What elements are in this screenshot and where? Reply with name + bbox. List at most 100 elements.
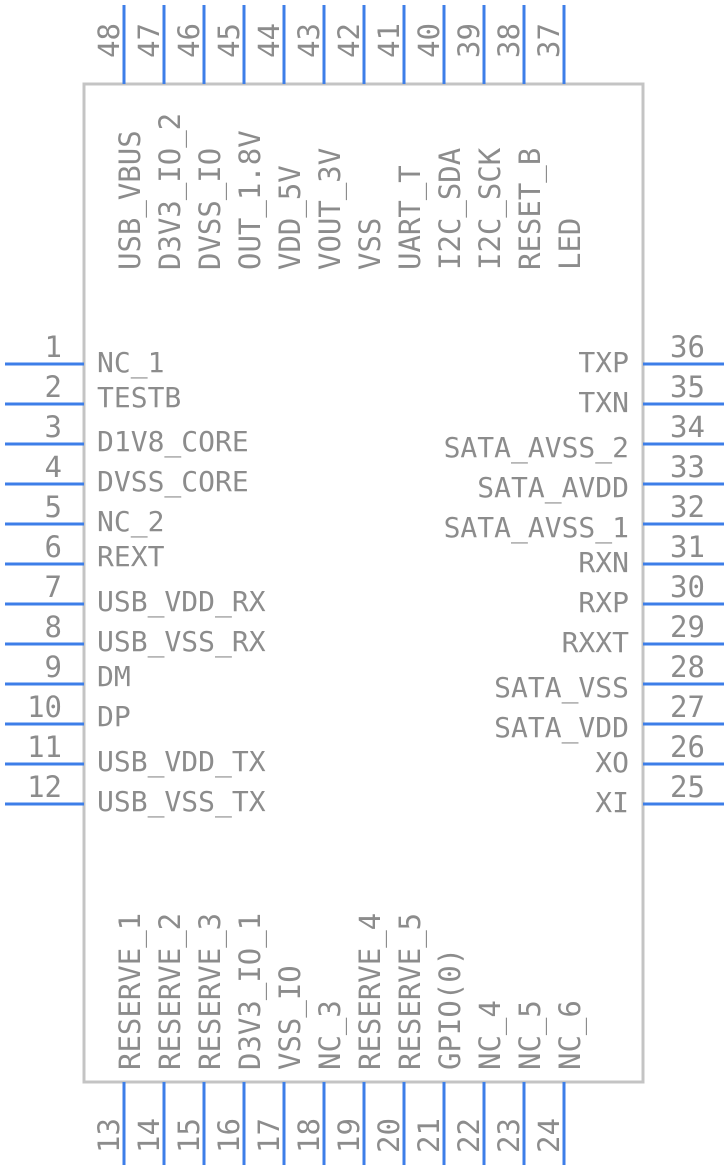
left-pin-group: 1 NC_1 2 TESTB 3 D1V8_CORE 4 DVSS_CORE 5 NC_2 6 REX… <box>5 330 266 819</box>
pin-32-name: SATA_AVSS_1 <box>444 511 629 545</box>
pin-3-name: D1V8_CORE <box>97 425 249 459</box>
pin-33-number: 33 <box>670 450 705 484</box>
pin-17-number: 17 <box>252 1118 286 1153</box>
pin-27-number: 27 <box>670 690 705 724</box>
pin-3-number: 3 <box>45 410 62 444</box>
pin-30-number: 30 <box>670 570 705 604</box>
pin-5-name: NC_2 <box>97 505 164 539</box>
pin-29-number: 29 <box>670 610 705 644</box>
pin-43-number: 43 <box>292 23 326 58</box>
pin-35-name: TXN <box>578 386 629 419</box>
pin-15-name: RESERVE_3 <box>193 913 228 1070</box>
pin-15-number: 15 <box>172 1118 206 1153</box>
pin-19-number: 19 <box>332 1118 366 1153</box>
pin-21-number: 21 <box>412 1118 446 1153</box>
pin-29-name: RXXT <box>562 626 630 659</box>
pin-20-number: 20 <box>372 1118 406 1153</box>
pin-39-number: 39 <box>452 23 486 58</box>
pin-12-number: 12 <box>27 770 62 804</box>
pin-10-number: 10 <box>27 690 62 724</box>
pin-20-name: RESERVE_5 <box>393 913 428 1070</box>
pin-23-name: NC_5 <box>513 1000 548 1070</box>
pin-22-name: NC_4 <box>473 1000 508 1070</box>
pin-4-name: DVSS_CORE <box>97 465 249 499</box>
pin-2-number: 2 <box>45 370 62 404</box>
pin-38-name: RESET_B <box>513 148 548 270</box>
pin-5-number: 5 <box>45 490 62 524</box>
pin-28-name: SATA_VSS <box>494 671 629 705</box>
pin-36-number: 36 <box>670 330 705 364</box>
pin-39-name: I2C_SCK <box>473 147 508 270</box>
pin-37-number: 37 <box>532 23 566 58</box>
pin-46-name: DVSS_IO <box>193 148 228 270</box>
pin-7-number: 7 <box>45 570 62 604</box>
pin-31-name: RXN <box>578 546 629 579</box>
pin-44-number: 44 <box>252 23 286 58</box>
pin-19-name: RESERVE_4 <box>353 913 388 1070</box>
pin-32-number: 32 <box>670 490 705 524</box>
pin-41-name: UART_T <box>393 165 428 270</box>
pin-14-number: 14 <box>132 1118 166 1153</box>
pin-45-number: 45 <box>212 23 246 58</box>
pin-11-name: USB_VDD_TX <box>97 745 266 779</box>
pin-27-name: SATA_VDD <box>494 711 629 745</box>
pin-23-number: 23 <box>492 1118 526 1153</box>
pin-10-name: DP <box>97 700 131 733</box>
pin-6-name: REXT <box>97 540 165 573</box>
pin-9-name: DM <box>97 660 131 693</box>
pin-4-number: 4 <box>45 450 62 484</box>
pin-25-name: XI <box>595 786 629 819</box>
pin-2-name: TESTB <box>97 381 181 414</box>
pin-47-name: D3V3_IO_2 <box>153 113 188 270</box>
pin-22-number: 22 <box>452 1118 486 1153</box>
pin-14-name: RESERVE_2 <box>153 913 188 1070</box>
pin-16-name: D3V3_IO_1 <box>233 913 268 1070</box>
pin-48-name: USB_VBUS <box>113 130 148 270</box>
pin-16-number: 16 <box>212 1118 246 1153</box>
pin-35-number: 35 <box>670 370 705 404</box>
pin-44-name: VDD_5V <box>273 165 308 270</box>
pin-1-number: 1 <box>45 330 62 364</box>
pin-48-number: 48 <box>92 23 126 58</box>
pin-26-name: XO <box>595 746 629 779</box>
pin-33-name: SATA_AVDD <box>477 471 629 505</box>
pin-36-name: TXP <box>578 346 629 379</box>
pin-13-name: RESERVE_1 <box>113 913 148 1070</box>
pin-6-number: 6 <box>45 530 62 564</box>
pin-26-number: 26 <box>670 730 705 764</box>
pin-46-number: 46 <box>172 23 206 58</box>
pin-30-name: RXP <box>578 586 629 619</box>
pin-24-name: NC_6 <box>553 1000 588 1070</box>
pin-12-name: USB_VSS_TX <box>97 785 266 819</box>
pin-11-number: 11 <box>27 730 62 764</box>
pin-38-number: 38 <box>492 23 526 58</box>
pin-47-number: 47 <box>132 23 166 58</box>
pin-13-number: 13 <box>92 1118 126 1153</box>
pin-42-name: VSS <box>353 218 387 270</box>
pin-21-name: GPIO(0) <box>433 948 467 1070</box>
pin-18-number: 18 <box>292 1118 326 1153</box>
pin-9-number: 9 <box>45 650 62 684</box>
pin-43-name: VOUT_3V <box>313 148 348 270</box>
pin-25-number: 25 <box>670 770 705 804</box>
pin-18-name: NC_3 <box>313 1000 348 1070</box>
pin-40-number: 40 <box>412 23 446 58</box>
pin-34-number: 34 <box>670 410 705 444</box>
pin-31-number: 31 <box>670 530 705 564</box>
pin-28-number: 28 <box>670 650 705 684</box>
pin-1-name: NC_1 <box>97 346 164 380</box>
pin-41-number: 41 <box>372 23 406 58</box>
pin-8-name: USB_VSS_RX <box>97 625 266 659</box>
pin-42-number: 42 <box>332 23 366 58</box>
pin-24-number: 24 <box>532 1118 566 1153</box>
pin-40-name: I2C_SDA <box>433 148 468 270</box>
pin-34-name: SATA_AVSS_2 <box>444 431 629 465</box>
pin-37-name: LED <box>553 218 587 270</box>
pin-45-name: OUT_1.8V <box>233 130 268 270</box>
bottom-pin-group: 13 RESERVE_1 14 RESERVE_2 15 RESERVE_3 16 D3V3_… <box>92 913 588 1165</box>
pin-7-name: USB_VDD_RX <box>97 585 266 619</box>
ic-body <box>82 82 645 1084</box>
